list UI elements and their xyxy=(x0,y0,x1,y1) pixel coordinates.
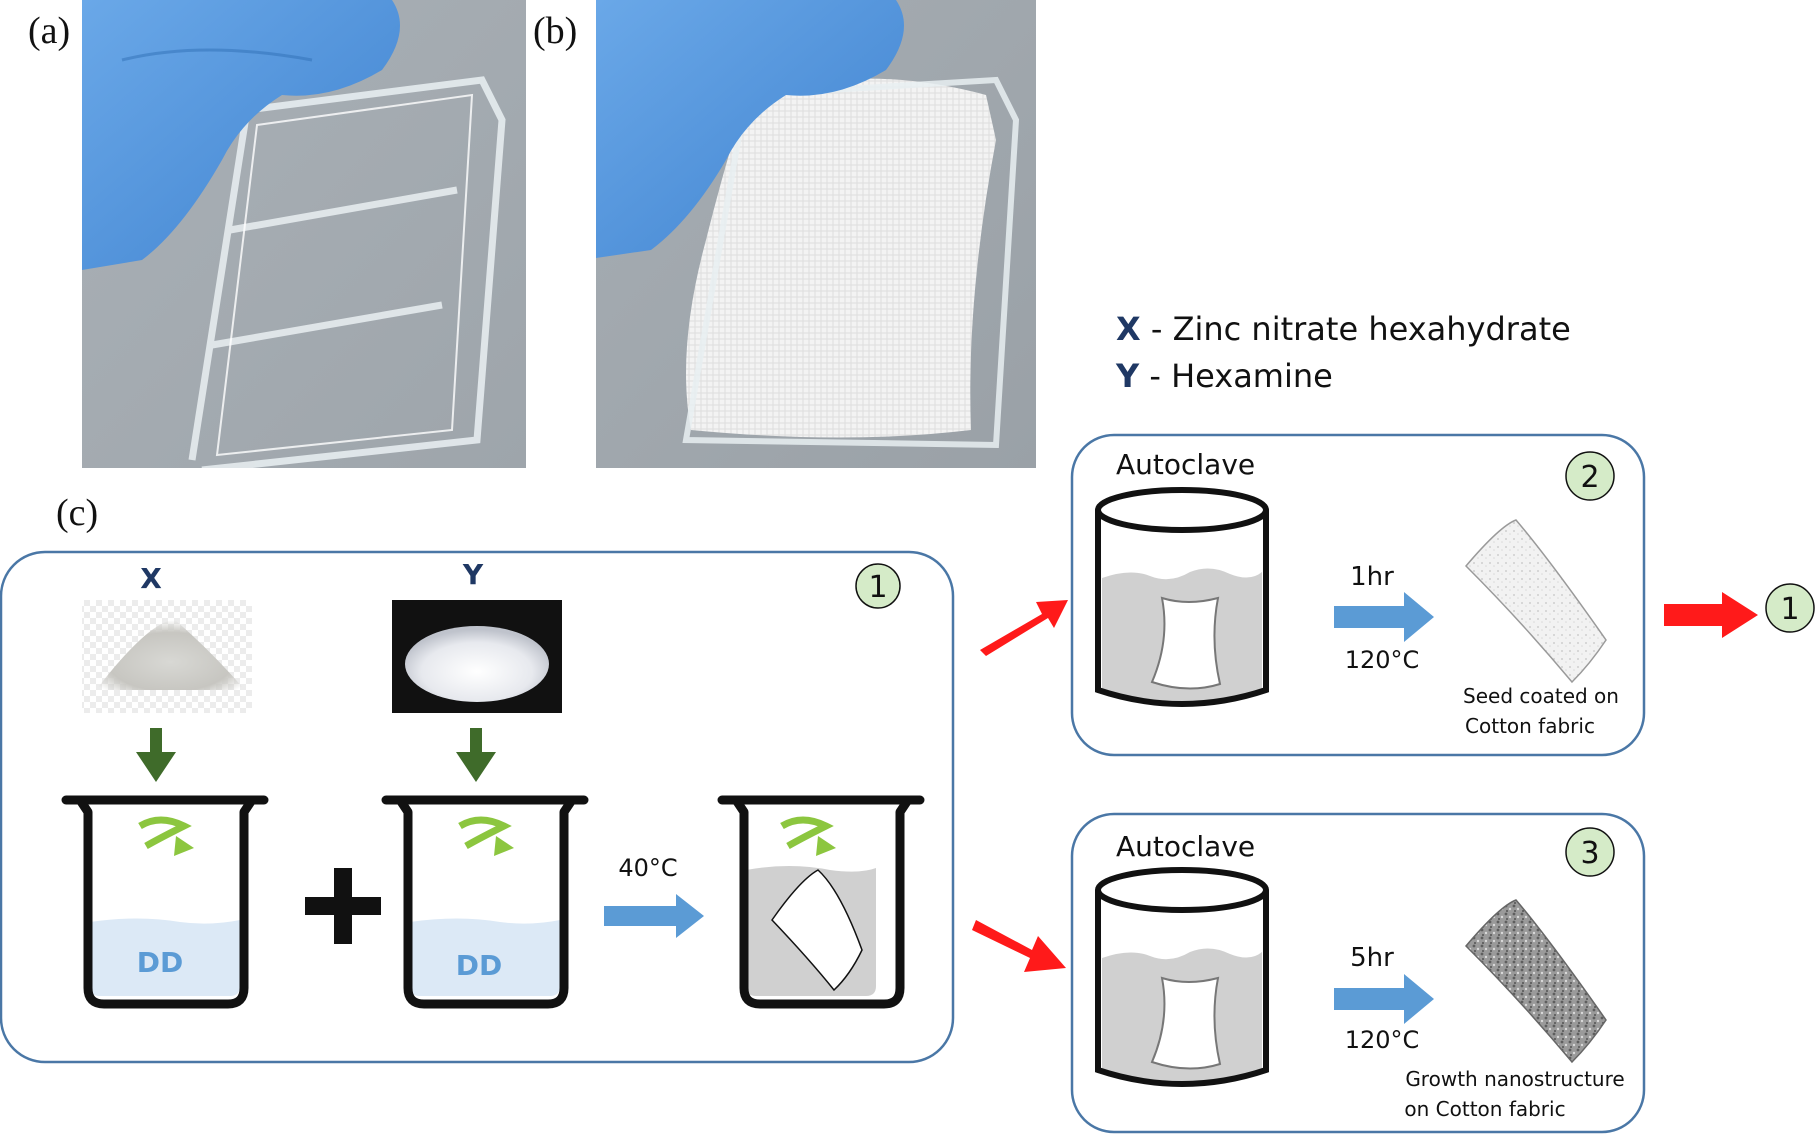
step3-badge-number: 3 xyxy=(1580,836,1599,871)
step2-time: 1hr xyxy=(1350,562,1394,592)
flow-arrow-to-step2-icon xyxy=(980,600,1068,656)
nanostructure-fabric-icon xyxy=(1464,899,1607,1064)
step3-caption-line2: on Cotton fabric xyxy=(1404,1097,1565,1121)
stir-arrow-icon xyxy=(138,816,194,856)
step1-border xyxy=(0,550,955,1064)
flow-arrow-to-step3-icon xyxy=(972,920,1066,972)
zinc-nitrate-powder-image xyxy=(82,600,252,713)
reagent-x-label: X xyxy=(140,562,162,595)
photo-holder-with-fabric xyxy=(596,0,1036,468)
legend-x-text: - Zinc nitrate hexahydrate xyxy=(1141,310,1571,348)
step1-badge-number: 1 xyxy=(868,570,887,605)
step2-caption-line2: Cotton fabric xyxy=(1465,714,1595,738)
flow-arrow-return-icon xyxy=(1664,592,1758,638)
autoclave-vessel-icon xyxy=(1095,867,1269,1087)
step3-title: Autoclave xyxy=(1116,830,1255,863)
step3-box: Autoclave 3 5hr 120°C Growth nanostructu… xyxy=(1070,812,1646,1134)
legend-x-key: X xyxy=(1116,310,1141,348)
return-badge-number: 1 xyxy=(1780,592,1799,627)
step1-badge: 1 xyxy=(855,563,901,609)
step2-badge: 2 xyxy=(1565,451,1615,501)
step3-border xyxy=(1070,812,1646,1134)
process-arrow-icon xyxy=(1334,974,1434,1024)
down-arrow-icon xyxy=(456,728,496,782)
step2-box: Autoclave 2 1hr 120°C Seed coated on Cot… xyxy=(1070,433,1646,757)
beaker-label-dd-left: DD xyxy=(137,946,183,979)
step2-badge-number: 2 xyxy=(1580,460,1599,495)
step2-border xyxy=(1070,433,1646,757)
process-arrow-icon xyxy=(1334,592,1434,642)
legend-y-key: Y xyxy=(1115,357,1140,395)
autoclave-vessel-icon xyxy=(1095,487,1269,707)
return-badge: 1 xyxy=(1765,583,1815,633)
reagent-y-label: Y xyxy=(462,558,484,591)
hexamine-powder-image xyxy=(392,600,562,713)
stir-arrow-icon xyxy=(458,816,514,856)
legend-x: X - Zinc nitrate hexahydrate xyxy=(1116,310,1571,348)
panel-label-c: (c) xyxy=(56,492,99,534)
stir-arrow-icon xyxy=(780,816,836,856)
step2-temperature: 120°C xyxy=(1345,646,1420,674)
legend-y: Y - Hexamine xyxy=(1115,357,1333,395)
down-arrow-icon xyxy=(136,728,176,782)
seed-coated-fabric-icon xyxy=(1464,519,1607,684)
plus-icon xyxy=(305,868,381,944)
photo-empty-glass-holder xyxy=(82,0,526,468)
reagent-legend: X - Zinc nitrate hexahydrate Y - Hexamin… xyxy=(1115,310,1571,395)
step1-box: 1 X Y DD xyxy=(0,550,955,1064)
legend-y-text: - Hexamine xyxy=(1139,357,1333,395)
beaker-y-solution: DD xyxy=(381,795,589,1009)
beaker-label-dd-mid: DD xyxy=(456,949,502,982)
cotton-fabric-icon xyxy=(771,869,863,992)
fabric-in-autoclave-icon xyxy=(1150,596,1222,690)
step2-title: Autoclave xyxy=(1116,448,1255,481)
panel-label-a: (a) xyxy=(28,10,71,52)
step3-time: 5hr xyxy=(1350,943,1394,973)
process-arrow-icon xyxy=(604,894,704,938)
step3-caption-line1: Growth nanostructure xyxy=(1405,1067,1624,1091)
step3-badge: 3 xyxy=(1565,827,1615,877)
beaker-mixed-with-fabric xyxy=(717,795,925,1009)
step1-temperature: 40°C xyxy=(618,854,677,882)
beaker-x-solution: DD xyxy=(61,795,269,1009)
step2-caption-line1: Seed coated on xyxy=(1463,684,1619,708)
panel-label-b: (b) xyxy=(533,10,578,52)
step3-temperature: 120°C xyxy=(1345,1026,1420,1054)
fabric-in-autoclave-icon xyxy=(1150,976,1222,1070)
